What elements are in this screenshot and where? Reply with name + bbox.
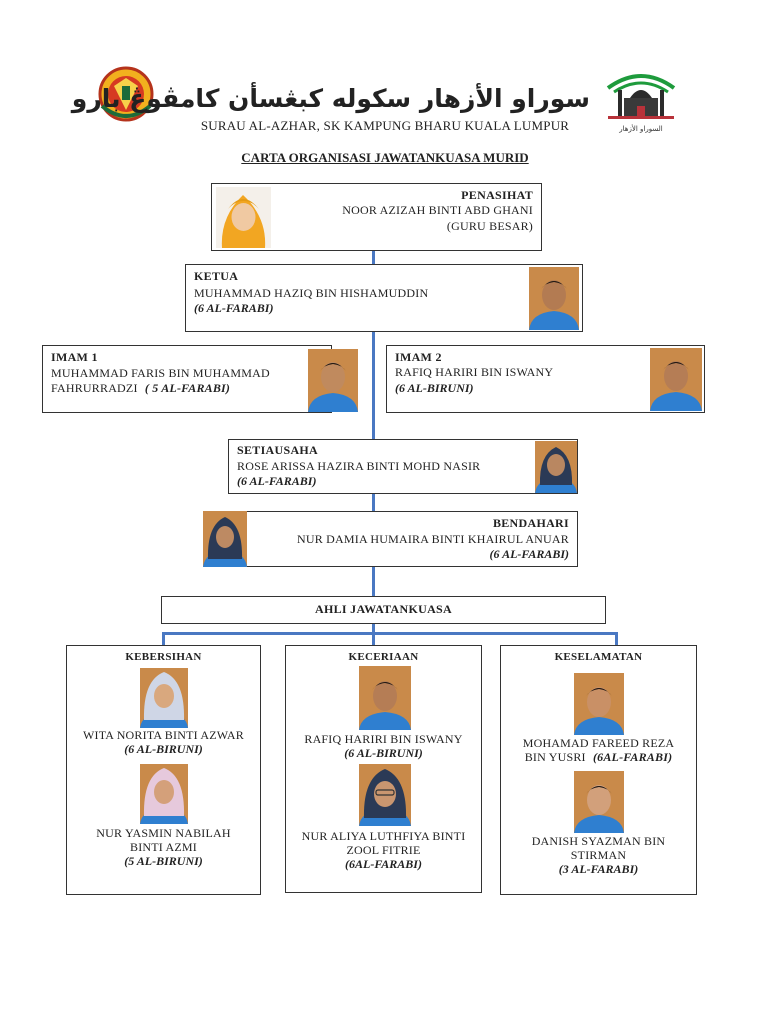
kebersihan-member2-name-line2: BINTI AZMI — [130, 840, 197, 854]
keceriaan-member1-photo — [359, 666, 411, 730]
imam1-class: ( 5 AL-FARABI) — [144, 381, 231, 395]
mosque-logo-text: السوراو الأزهار — [619, 125, 663, 133]
kebersihan-title: KEBERSIHAN — [125, 651, 202, 663]
chart-title: CARTA ORGANISASI JAWATANKUASA MURID — [241, 150, 529, 165]
bendahari-class: (6 AL-FARABI) — [489, 547, 569, 561]
kebersihan-member1-photo — [140, 668, 188, 728]
setiausaha-role: SETIAUSAHA — [237, 443, 319, 457]
keselamatan-title: KESELAMATAN — [554, 651, 643, 663]
kebersihan-member2-name-line1: NUR YASMIN NABILAH — [96, 826, 231, 840]
imam1-role: IMAM 1 — [51, 350, 98, 364]
bendahari-box: BENDAHARI NUR DAMIA HUMAIRA BINTI KHAIRU… — [246, 511, 578, 567]
bendahari-name: NUR DAMIA HUMAIRA BINTI KHAIRUL ANUAR — [297, 532, 569, 546]
keselamatan-member2-name-line2: STIRMAN — [570, 848, 627, 862]
penasihat-box: PENASIHAT NOOR AZIZAH BINTI ABD GHANI (G… — [211, 183, 542, 251]
imam1-photo — [308, 349, 358, 412]
keceriaan-member1-name: RAFIQ HARIRI BIN ISWANY — [304, 732, 463, 746]
keceriaan-member2-name-line2: ZOOL FITRIE — [346, 843, 421, 857]
jawi-title: سوراو الأزهار سكوله كبڠسأن كامڤوڠ بارو — [71, 84, 590, 113]
keceriaan-member2-class: (6AL-FARABI) — [345, 857, 422, 871]
keceriaan-member2-name-line1: NUR ALIYA LUTHFIYA BINTI — [301, 829, 466, 843]
ketua-role: KETUA — [194, 269, 239, 283]
keceriaan-box: KECERIAAN RAFIQ HARIRI BIN ISWANY (6 AL-… — [285, 645, 482, 893]
connector-left-drop — [162, 632, 165, 646]
connector-ajk-down — [372, 623, 375, 635]
setiausaha-name: ROSE ARISSA HAZIRA BINTI MOHD NASIR — [237, 459, 481, 473]
penasihat-photo — [216, 187, 271, 248]
penasihat-name: NOOR AZIZAH BINTI ABD GHANI — [342, 203, 533, 217]
connector-mid-drop — [372, 632, 375, 646]
imam2-class: (6 AL-BIRUNI) — [395, 381, 474, 395]
mosque-logo-icon: السوراو الأزهار — [604, 68, 678, 133]
kebersihan-member1-name: WITA NORITA BINTI AZWAR — [83, 728, 244, 742]
ketua-name: MUHAMMAD HAZIQ BIN HISHAMUDDIN — [194, 286, 429, 300]
connector-right-drop — [615, 632, 618, 646]
keselamatan-member1-photo — [574, 673, 624, 735]
imam1-name-line1: MUHAMMAD FARIS BIN MUHAMMAD — [51, 366, 270, 380]
keselamatan-member2-name-line1: DANISH SYAZMAN BIN — [531, 834, 666, 848]
keceriaan-member1-class: (6 AL-BIRUNI) — [344, 746, 423, 760]
ajk-box: AHLI JAWATANKUASA — [161, 596, 606, 624]
penasihat-note: (GURU BESAR) — [446, 219, 533, 233]
ajk-label: AHLI JAWATANKUASA — [314, 602, 452, 616]
keselamatan-member2-class: (3 AL-FARABI) — [558, 862, 639, 876]
kebersihan-member1-class: (6 AL-BIRUNI) — [124, 742, 203, 756]
keselamatan-member2-photo — [574, 771, 624, 833]
penasihat-role: PENASIHAT — [461, 188, 533, 202]
bendahari-photo — [203, 511, 247, 567]
imam2-photo — [650, 348, 702, 411]
imam1-name-line2: FAHRURRADZI ( 5 AL-FARABI) — [51, 381, 230, 395]
school-crest-icon — [96, 66, 156, 122]
setiausaha-photo — [535, 441, 577, 493]
bendahari-role: BENDAHARI — [492, 516, 569, 530]
keceriaan-title: KECERIAAN — [348, 651, 419, 663]
ketua-box: KETUA MUHAMMAD HAZIQ BIN HISHAMUDDIN (6 … — [185, 264, 583, 332]
kebersihan-box: KEBERSIHAN WITA NORITA BINTI AZWAR (6 AL… — [66, 645, 261, 895]
setiausaha-box: SETIAUSAHA ROSE ARISSA HAZIRA BINTI MOHD… — [228, 439, 578, 494]
imam1-box: IMAM 1 MUHAMMAD FARIS BIN MUHAMMAD FAHRU… — [42, 345, 358, 413]
kebersihan-member2-class: (5 AL-BIRUNI) — [124, 854, 203, 868]
imam1-name-line2-text: FAHRURRADZI — [51, 381, 138, 395]
connector-horizontal — [162, 632, 618, 635]
imam2-role: IMAM 2 — [395, 350, 442, 364]
connector-main — [372, 250, 375, 598]
keselamatan-member1-name-line1: MOHAMAD FAREED REZA — [522, 736, 675, 750]
imam2-box: IMAM 2 RAFIQ HARIRI BIN ISWANY (6 AL-BIR… — [386, 345, 705, 413]
setiausaha-class: (6 AL-FARABI) — [237, 474, 317, 488]
keselamatan-member1-class: (6AL-FARABI) — [592, 750, 673, 764]
ketua-class: (6 AL-FARABI) — [194, 301, 274, 315]
keselamatan-member1-name-line2: BIN YUSRI — [524, 750, 586, 764]
keselamatan-box: KESELAMATAN MOHAMAD FAREED REZA BIN YUSR… — [500, 645, 697, 895]
imam2-name: RAFIQ HARIRI BIN ISWANY — [395, 365, 554, 379]
subtitle: SURAU AL-AZHAR, SK KAMPUNG BHARU KUALA L… — [200, 118, 570, 133]
ketua-photo — [529, 267, 579, 330]
keceriaan-member2-photo — [359, 764, 411, 826]
kebersihan-member2-photo — [140, 764, 188, 824]
keselamatan-member1-line2: BIN YUSRI (6AL-FARABI) — [501, 750, 696, 764]
